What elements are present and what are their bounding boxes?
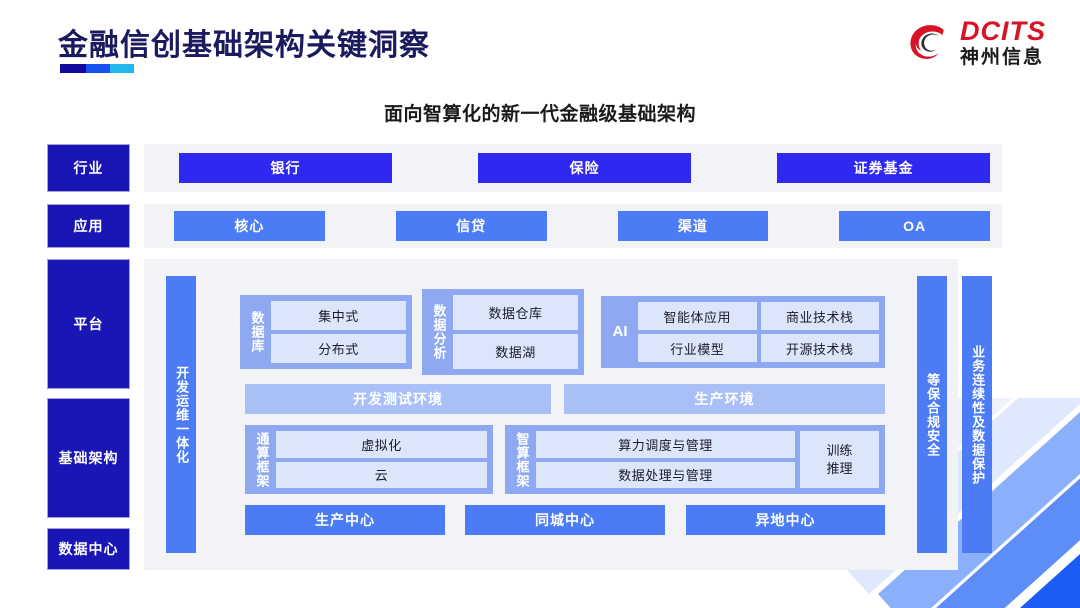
industry-pill-row: 银行 保险 证券基金 (144, 144, 1002, 192)
env-bar-dev-test[interactable]: 开发测试环境 (245, 384, 551, 414)
group-general-computing-framework-title: 通算框架 (254, 431, 270, 488)
group-intelligent-computing-framework-title: 智算框架 (514, 431, 530, 488)
application-pill-credit[interactable]: 信贷 (395, 211, 547, 241)
env-bar-production[interactable]: 生产环境 (564, 384, 885, 414)
item-compute-scheduling-management[interactable]: 算力调度与管理 (536, 431, 795, 458)
sidebar-item-industry[interactable]: 行业 (47, 144, 130, 192)
item-inference-label: 推理 (826, 460, 853, 476)
title-accent-segment-2 (86, 64, 110, 73)
group-data-analysis-items: 数据仓库 数据湖 (453, 295, 578, 369)
sidebar-item-infrastructure[interactable]: 基础架构 (47, 398, 130, 518)
industry-pill-securities-fund[interactable]: 证券基金 (777, 153, 990, 183)
group-ai-items: 智能体应用 商业技术栈 行业模型 开源技术栈 (638, 302, 879, 362)
title-accent-bar (60, 64, 134, 73)
group-intelligent-computing-framework: 智算框架 算力调度与管理 数据处理与管理 训练 推理 (505, 425, 885, 494)
sidebar-item-platform[interactable]: 平台 (47, 259, 130, 389)
logo-wordmark-cn: 神州信息 (960, 47, 1045, 68)
item-commercial-tech-stack[interactable]: 商业技术栈 (760, 302, 879, 330)
brand-logo: DCITS 神州信息 (905, 18, 1046, 67)
industry-pill-bank[interactable]: 银行 (179, 153, 392, 183)
item-data-warehouse[interactable]: 数据仓库 (453, 295, 578, 330)
vertical-bar-devops[interactable]: 开发运维一体化 (166, 276, 196, 553)
group-general-computing-framework: 通算框架 虚拟化 云 (245, 425, 493, 494)
sidebar-item-datacenter[interactable]: 数据中心 (47, 528, 130, 570)
industry-row-panel: 银行 保险 证券基金 (144, 144, 1002, 192)
sidebar-item-application[interactable]: 应用 (47, 204, 130, 248)
group-ai-title: AI (612, 323, 628, 341)
dc-bar-remote-center[interactable]: 异地中心 (686, 505, 885, 535)
item-data-processing-management[interactable]: 数据处理与管理 (536, 461, 795, 488)
dc-bar-production-center[interactable]: 生产中心 (245, 505, 445, 535)
title-accent-segment-3 (110, 64, 134, 73)
group-database-title: 数据库 (249, 311, 265, 353)
application-pill-channel[interactable]: 渠道 (617, 211, 769, 241)
item-open-source-tech-stack[interactable]: 开源技术栈 (760, 334, 879, 362)
group-intelligent-computing-framework-items: 算力调度与管理 数据处理与管理 (536, 431, 795, 488)
vertical-bar-compliance-security[interactable]: 等保合规安全 (917, 276, 947, 553)
group-data-analysis: 数据分析 数据仓库 数据湖 (422, 289, 584, 375)
page-subtitle: 面向智算化的新一代金融级基础架构 (383, 104, 696, 125)
group-database-items: 集中式 分布式 (271, 301, 406, 363)
item-industry-model[interactable]: 行业模型 (638, 334, 757, 362)
industry-pill-insurance[interactable]: 保险 (478, 153, 691, 183)
item-virtualization[interactable]: 虚拟化 (276, 431, 487, 458)
page-title: 金融信创基础架构关键洞察 (58, 29, 430, 62)
group-ai: AI 智能体应用 商业技术栈 行业模型 开源技术栈 (601, 296, 885, 368)
vertical-bar-business-continuity[interactable]: 业务连续性及数据保护 (962, 276, 992, 553)
group-database: 数据库 集中式 分布式 (240, 295, 412, 369)
item-distributed[interactable]: 分布式 (271, 334, 406, 363)
dcits-swirl-icon (905, 20, 951, 66)
group-data-analysis-title: 数据分析 (431, 304, 447, 360)
item-data-lake[interactable]: 数据湖 (453, 334, 578, 369)
title-accent-segment-1 (60, 64, 86, 73)
application-row-panel: 核心 信贷 渠道 OA (144, 204, 1002, 248)
item-cloud[interactable]: 云 (276, 461, 487, 488)
group-general-computing-framework-items: 虚拟化 云 (276, 431, 487, 488)
dc-bar-same-city-center[interactable]: 同城中心 (465, 505, 665, 535)
item-training-label: 训练 (826, 442, 853, 458)
application-pill-oa[interactable]: OA (839, 211, 990, 241)
logo-wordmark-en: DCITS (960, 16, 1046, 46)
item-training-inference[interactable]: 训练 推理 (800, 431, 879, 488)
application-pill-row: 核心 信贷 渠道 OA (144, 204, 1002, 248)
application-pill-core[interactable]: 核心 (174, 211, 325, 241)
item-centralized[interactable]: 集中式 (271, 301, 406, 330)
item-agent-application[interactable]: 智能体应用 (638, 302, 757, 330)
